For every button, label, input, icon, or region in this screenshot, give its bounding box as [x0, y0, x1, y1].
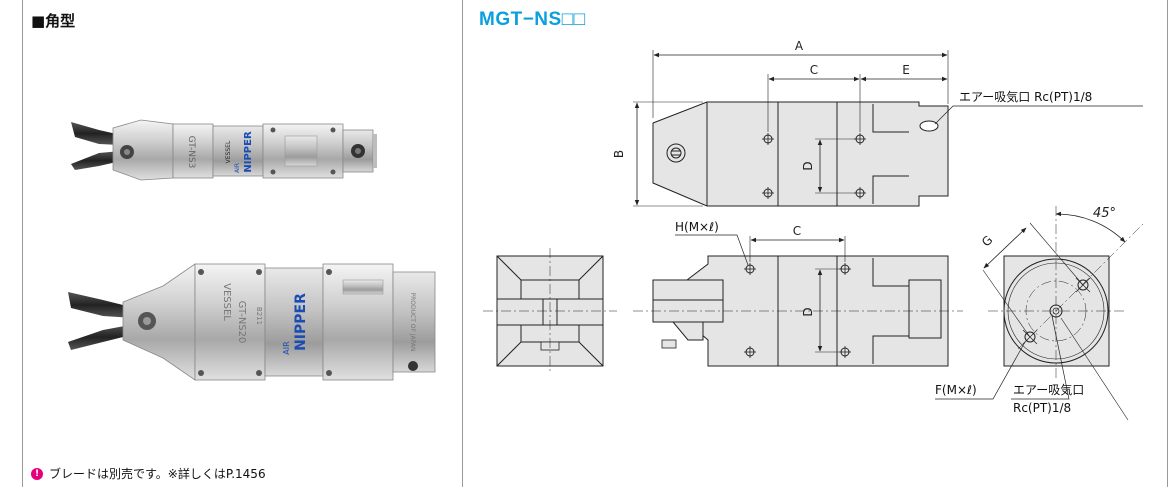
dim-label-angle: 45°: [1093, 206, 1116, 221]
blade-upper: [71, 122, 121, 145]
nipper-photo-small: GT-NS3 VESSEL AIR NIPPER: [71, 119, 377, 181]
dim-label-e: E: [902, 63, 910, 77]
blade-lower: [71, 151, 121, 170]
end-plate-large: [392, 271, 436, 373]
end-view-left: [483, 248, 617, 374]
dim-label-c: C: [810, 63, 818, 77]
dim-label-b: B: [612, 150, 626, 158]
air-inlet-callout-bottom-1: エアー吸気口: [1013, 382, 1084, 397]
blade-upper-large: [68, 292, 135, 318]
nipper-photo-large: VESSEL GT-NS20 B211 AIR NIPPER PRODUCT O…: [68, 263, 436, 381]
dim-label-c-side: C: [793, 224, 801, 238]
top-brand-marking: VESSEL: [225, 140, 232, 163]
note-text: ブレードは別売です。※詳しくはP.1456: [49, 467, 266, 481]
dim-label-g: G: [979, 233, 995, 249]
dim-label-a: A: [795, 39, 804, 53]
top-body-marking: GT-NS3: [186, 136, 196, 169]
dim-label-d: D: [801, 161, 815, 170]
bottom-brand-marking: VESSEL: [221, 283, 232, 321]
bottom-plate-marking: PRODUCT OF JAPAN: [409, 293, 416, 352]
bottom-product-marking: NIPPER: [293, 293, 309, 351]
blade-note: ! ブレードは別売です。※詳しくはP.1456: [31, 465, 266, 482]
bottom-model-marking: GT-NS20: [236, 301, 247, 344]
dim-label-f: F(M×ℓ): [935, 383, 977, 397]
info-icon: !: [31, 467, 43, 480]
top-product-marking: NIPPER: [243, 131, 254, 173]
dim-label-h: H(M×ℓ): [675, 220, 719, 234]
air-inlet-callout-bottom-2: Rc(PT)1/8: [1013, 401, 1071, 415]
top-air-marking: AIR: [234, 163, 241, 173]
jaw-head-large: [122, 263, 196, 381]
body-label-section: [212, 125, 264, 177]
end-view-right: 45° G F(M×ℓ) エアー吸気口 Rc(PT)1/8: [935, 206, 1144, 421]
body-label-section-large: [264, 267, 324, 377]
air-inlet-callout-top: エアー吸気口 Rc(PT)1/8: [959, 89, 1092, 104]
left-panel-title: ■角型: [31, 12, 76, 30]
model-title: MGT−NS□□: [479, 9, 586, 30]
side-view: C D H(M×ℓ): [633, 220, 963, 367]
product-photos: GT-NS3 VESSEL AIR NIPPER: [68, 119, 436, 381]
bottom-code-marking: B211: [255, 307, 263, 325]
dimension-drawing: A C E B D エアー吸気口 Rc(PT)1/8: [483, 39, 1144, 421]
dimension-drawing-panel: MGT−NS□□: [463, 0, 1168, 487]
blade-lower-large: [68, 324, 135, 350]
top-view: A C E B D エアー吸気口 Rc(PT)1/8: [612, 39, 1143, 207]
body-front-large: [194, 263, 266, 381]
bottom-air-marking: AIR: [282, 341, 291, 355]
dim-label-d-side: D: [801, 307, 815, 316]
product-photo-panel: ■角型: [22, 0, 463, 487]
